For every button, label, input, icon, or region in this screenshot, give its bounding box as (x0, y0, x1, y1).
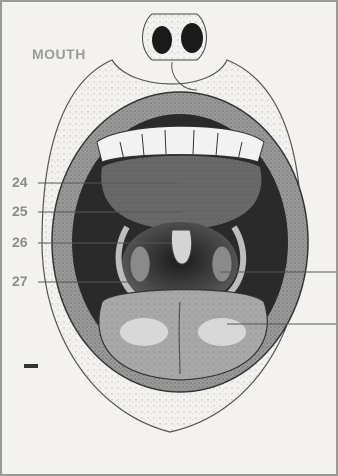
label-27: 27 (12, 273, 28, 289)
diagram-title: MOUTH (32, 46, 86, 62)
mouth-illustration (2, 2, 336, 474)
label-26: 26 (12, 234, 28, 250)
nose (143, 14, 207, 90)
label-25: 25 (12, 203, 28, 219)
tonsil-right (212, 246, 232, 282)
tonsil-left (130, 246, 150, 282)
label-24: 24 (12, 174, 28, 190)
edge-mark (24, 364, 38, 368)
